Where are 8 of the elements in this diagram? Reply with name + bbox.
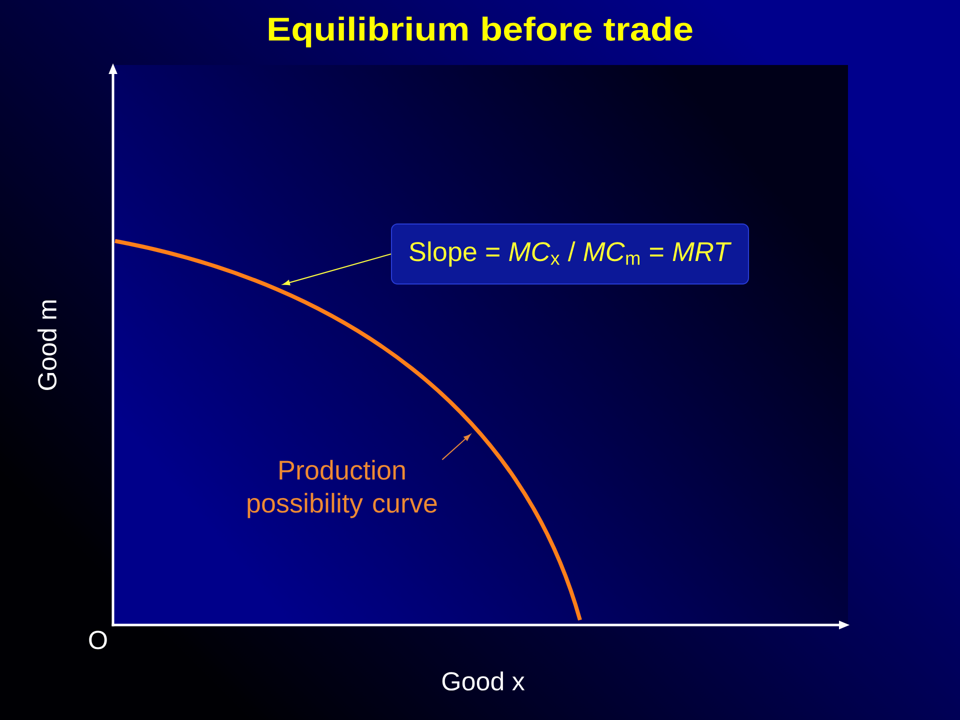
origin-label: O	[89, 630, 107, 650]
title: Equilibrium before trade	[268, 16, 692, 48]
axis-label: Good x	[442, 671, 525, 691]
curve-label: Production possibility curve	[248, 460, 437, 518]
leader-arrow	[442, 434, 471, 460]
callout-box: Slope = MC$_{x}$ / MC$_{m}$ = MRT	[391, 224, 750, 284]
leader-arrow	[282, 253, 392, 286]
axis-label: Good m	[37, 300, 57, 390]
